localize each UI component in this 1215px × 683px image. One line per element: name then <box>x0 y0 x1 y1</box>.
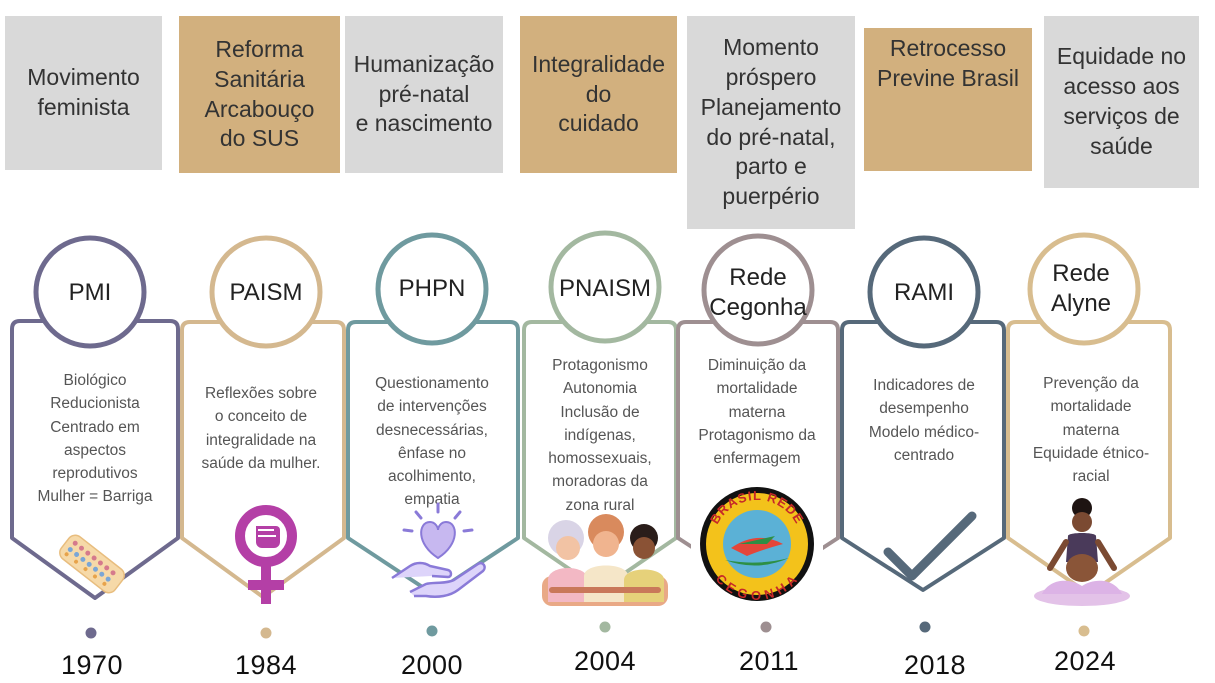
milestone-card-1 <box>10 319 180 600</box>
milestone-card-2 <box>180 320 346 599</box>
acronym-2: PAISM <box>229 279 303 306</box>
topic-box-6: Retrocesso Previne Brasil <box>864 28 1032 171</box>
year-4: 2004 <box>573 646 637 676</box>
timeline-dot-5 <box>760 621 772 633</box>
milestone-circle-6 <box>867 235 981 349</box>
description-2: Reflexões sobre o conceito de integralid… <box>201 385 321 472</box>
milestone-circle-4 <box>548 230 662 344</box>
timeline-dot-4 <box>599 621 611 633</box>
topic-box-7: Equidade no acesso aos serviços de saúde <box>1044 16 1199 188</box>
milestone-circle-1 <box>33 235 147 349</box>
topic-box-1: Movimento feminista <box>5 16 162 170</box>
topic-box-4: Integralidade do cuidado <box>520 16 677 173</box>
year-7: 2024 <box>1053 646 1117 676</box>
year-1: 1970 <box>60 650 124 680</box>
topic-box-2: Reforma Sanitária Arcabouço do SUS <box>179 16 340 173</box>
acronym-5: Rede Cegonha <box>709 264 807 321</box>
description-6: Indicadores de desempenho Modelo médico-… <box>868 377 980 464</box>
year-2: 1984 <box>234 650 298 680</box>
description-1: Biológico Reducionista Centrado em aspec… <box>37 372 153 506</box>
rede-cegonha-logo: BRASIL REDE CEGONHA <box>691 482 823 606</box>
year-5: 2011 <box>738 646 800 676</box>
acronym-3: PHPN <box>398 275 466 302</box>
heart-hand-icon <box>391 502 486 598</box>
year-3: 2000 <box>400 650 464 680</box>
checkmark-icon <box>883 511 977 581</box>
diverse-women-icon <box>542 514 668 606</box>
year-6: 2018 <box>903 650 967 680</box>
topic-box-3: Humanização pré-natal e nascimento <box>345 16 503 173</box>
milestone-circle-2 <box>209 235 323 349</box>
timeline-dot-2 <box>260 627 272 639</box>
pill-pack-icon <box>59 534 125 594</box>
description-7: Prevenção da mortalidade materna Equidad… <box>1032 375 1150 485</box>
description-4: Protagonismo Autonomia Inclusão de indíg… <box>548 357 652 514</box>
acronym-1: PMI <box>68 279 112 306</box>
milestone-circle-3 <box>375 232 489 346</box>
description-3: Questionamento de intervenções desnecess… <box>375 375 489 509</box>
topic-box-5: Momento próspero Planejamento do pré-nat… <box>687 16 855 229</box>
milestone-circle-5 <box>701 233 815 347</box>
timeline-dot-7 <box>1078 625 1090 637</box>
acronym-6: RAMI <box>894 279 954 306</box>
acronym-7: Rede Alyne <box>1050 260 1112 317</box>
timeline-dot-3 <box>426 625 438 637</box>
milestone-circle-7 <box>1027 232 1141 346</box>
feminist-fist-icon <box>235 505 297 604</box>
description-5: Diminuição da mortalidade materna Protag… <box>698 357 816 467</box>
milestone-card-7 <box>1006 320 1172 596</box>
acronym-4: PNAISM <box>558 275 652 302</box>
timeline-dot-6 <box>919 621 931 633</box>
timeline-dot-1 <box>85 627 97 639</box>
pregnant-woman-icon <box>1034 498 1130 606</box>
